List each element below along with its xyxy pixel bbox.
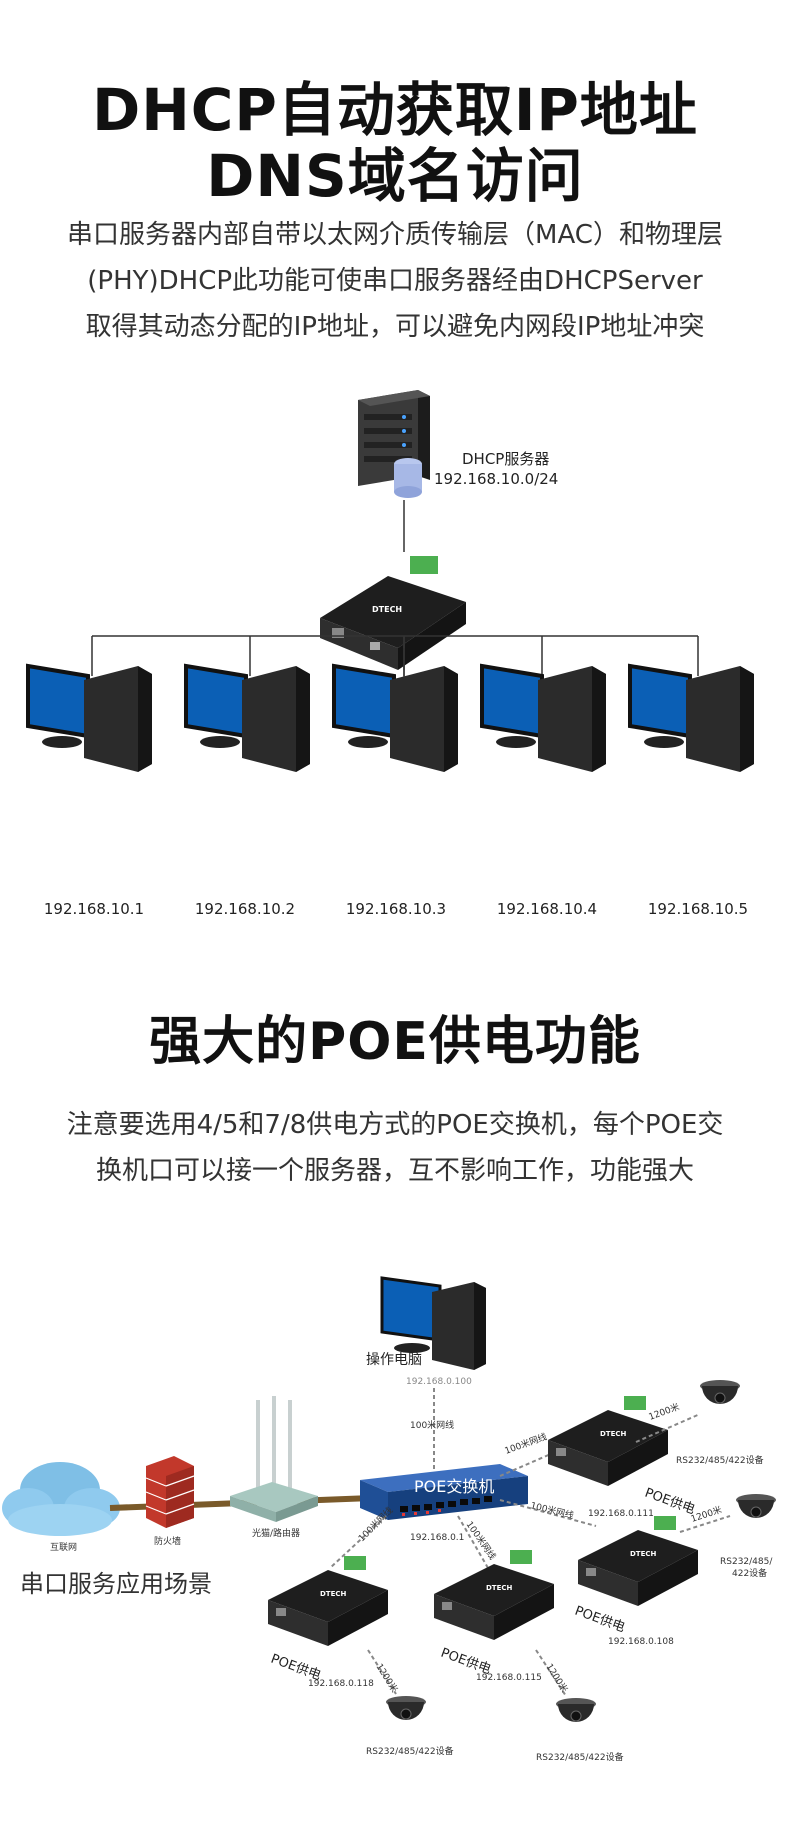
brand-label: DTECH: [486, 1584, 513, 1592]
section1-desc-line1: 串口服务器内部自带以太网介质传输层（MAC）和物理层: [67, 220, 723, 250]
client-ip-5: 192.168.10.5: [648, 900, 748, 918]
link-1200-1: 1200米: [647, 1401, 681, 1423]
client-ip-4: 192.168.10.4: [497, 900, 597, 918]
link-label-operator: 100米网线: [410, 1419, 454, 1431]
section1-title-line2: DNS域名访问: [206, 142, 584, 210]
device-label-2b: 422设备: [732, 1567, 767, 1579]
section1-title-line1: DHCP自动获取IP地址: [92, 76, 698, 144]
section2-title: 强大的POE供电功能: [149, 1012, 641, 1072]
server-ip-2: 192.168.0.108: [608, 1637, 674, 1647]
device-label-2a: RS232/485/: [720, 1557, 773, 1567]
device-label-3: RS232/485/422设备: [366, 1745, 454, 1757]
link-label-s2: 100米网线: [529, 1499, 575, 1521]
dome-camera-icon: [736, 1494, 776, 1518]
switch-label: POE交换机: [414, 1477, 494, 1496]
internet-cloud-icon: [2, 1462, 120, 1536]
server-ip-4: 192.168.0.115: [476, 1673, 542, 1683]
dhcp-server-subnet: 192.168.10.0/24: [434, 470, 558, 488]
poe-power-4: POE供电: [439, 1646, 493, 1678]
firewall-icon: [145, 1456, 195, 1528]
operator-pc-icon: [380, 1276, 486, 1370]
client-ip-1: 192.168.10.1: [44, 900, 144, 918]
device-label-4: RS232/485/422设备: [536, 1751, 624, 1763]
poe-power-2: POE供电: [573, 1604, 627, 1636]
client-pc-icon: [332, 663, 458, 772]
switch-ip: 192.168.0.1: [410, 1533, 464, 1543]
serial-device-server-icon: DTECH: [320, 556, 466, 670]
link-1200-4: 1200米: [543, 1661, 570, 1694]
link-1200-3: 1200米: [373, 1661, 400, 1694]
server-ip-1: 192.168.0.111: [588, 1509, 654, 1519]
brand-label: DTECH: [600, 1430, 627, 1438]
device-label-1: RS232/485/422设备: [676, 1454, 764, 1466]
dhcp-server-label: DHCP服务器: [462, 450, 549, 468]
section2-desc-line2: 换机口可以接一个服务器，互不影响工作，功能强大: [95, 1156, 694, 1186]
svg-text:DTECH: DTECH: [372, 605, 402, 614]
poe-serial-server-icon: DTECH: [268, 1556, 388, 1646]
poe-serial-server-icon: DTECH: [578, 1516, 698, 1606]
dome-camera-icon: [700, 1380, 740, 1404]
brand-label: DTECH: [320, 1590, 347, 1598]
section1-desc-line2: (PHY)DHCP此功能可使串口服务器经由DHCPServer: [87, 266, 703, 296]
link-label-s1: 100米网线: [503, 1430, 549, 1456]
poe-switch-icon: [360, 1464, 528, 1520]
operator-pc-label: 操作电脑: [366, 1352, 422, 1368]
section1-desc-line3: 取得其动态分配的IP地址，可以避免内网段IP地址冲突: [85, 312, 705, 342]
brand-label: DTECH: [630, 1550, 657, 1558]
dhcp-network-diagram: DHCP服务器 192.168.10.0/24 DTECH 192.168.10…: [26, 390, 754, 918]
poe-serial-servers: DTECH DTECH DTECH DTECH: [268, 1396, 698, 1646]
internet-label: 互联网: [50, 1542, 77, 1553]
poe-serial-server-icon: DTECH: [434, 1550, 554, 1640]
section2-desc-line1: 注意要选用4/5和7/8供电方式的POE交换机，每个POE交: [66, 1110, 724, 1140]
dhcp-server-icon: [358, 390, 430, 498]
operator-ip: 192.168.0.100: [406, 1377, 472, 1387]
scene-label: 串口服务应用场景: [20, 1570, 212, 1598]
dome-camera-icon: [386, 1696, 426, 1720]
client-pc-icon: [480, 663, 606, 772]
dome-camera-icon: [556, 1698, 596, 1722]
router-label: 光猫/路由器: [252, 1527, 300, 1539]
server-ip-3: 192.168.0.118: [308, 1679, 374, 1689]
router-icon: [230, 1396, 318, 1522]
poe-serial-server-icon: DTECH: [548, 1396, 668, 1486]
client-ip-2: 192.168.10.2: [195, 900, 295, 918]
poe-power-3: POE供电: [269, 1652, 323, 1684]
client-pc-icon: [26, 663, 152, 772]
client-pcs: [26, 663, 754, 772]
client-ip-3: 192.168.10.3: [346, 900, 446, 918]
client-pc-icon: [628, 663, 754, 772]
dome-cameras: [386, 1380, 776, 1722]
poe-application-diagram: 操作电脑 192.168.0.100 100米网线 互联网 防火墙: [2, 1276, 776, 1763]
firewall-label: 防火墙: [154, 1535, 181, 1547]
client-pc-icon: [184, 663, 310, 772]
